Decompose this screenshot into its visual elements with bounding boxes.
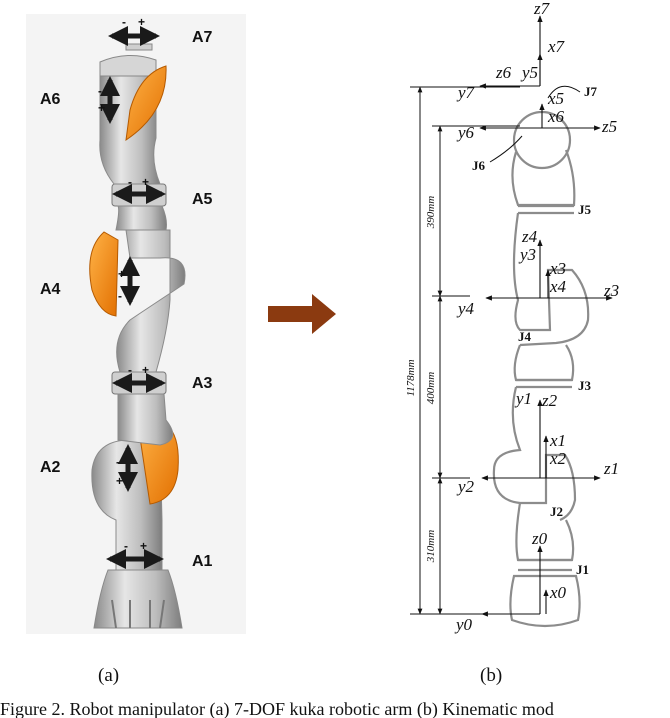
frame-label-y6: y6 [456,123,475,142]
label-a4: A4 [40,281,61,298]
figure-caption: Figure 2. Robot manipulator (a) 7-DOF ku… [0,699,554,718]
kinematic-model-panel: 1178mm 390mm 400mm 310mm [405,0,619,634]
dimension-lines [410,86,520,615]
joint-label-j1: J1 [576,562,589,577]
frame-label-x7: x7 [547,37,566,56]
frame-label-x6: x6 [547,107,565,126]
arm-base [93,569,183,629]
outline-ring-j5 [518,204,574,215]
frame-label-y4: y4 [456,299,475,318]
frame-label-y0: y0 [454,615,473,634]
joint-label-j2: J2 [550,504,563,519]
arm-link-3 [116,229,186,373]
label-a1: A1 [192,553,213,570]
plus-sign-a5: + [142,175,149,189]
panel-label-a: (a) [98,665,119,686]
orange-cover-a4 [89,231,119,317]
arm-link-2 [117,393,174,446]
joint-label-j6: J6 [472,158,486,173]
flange-top [99,55,157,77]
frame-label-x2: x2 [549,449,567,468]
outline-base [509,574,581,628]
joint-leaders [489,85,581,163]
arm-outline [492,110,590,628]
joint-label-j7: J7 [584,84,598,99]
minus-sign-a7: - [122,15,126,29]
frame-label-y1: y1 [514,389,532,408]
joint-label-j5: J5 [578,202,592,217]
dim-1178: 1178mm [405,359,417,396]
dim-310: 310mm [425,530,437,563]
arm-link-4 [115,205,167,231]
frame-label-z0: z0 [531,529,548,548]
outline-link-3 [513,344,575,382]
frame-label-y5: y5 [520,63,538,82]
label-a3: A3 [192,375,213,392]
frame-label-z4: z4 [521,227,538,246]
minus-sign-a2: - [116,455,120,469]
minus-sign-a4: - [118,289,122,303]
minus-sign-a5: - [128,175,132,189]
joint-label-j3: J3 [578,378,592,393]
frame-label-z5: z5 [601,117,617,136]
panel-label-b: (b) [480,665,502,686]
plus-sign-a3: + [142,363,149,377]
plus-sign-a2: + [116,474,123,488]
dim-390: 390mm [425,196,437,229]
label-a2: A2 [40,459,61,476]
minus-sign-a1: - [124,539,128,553]
dim-400: 400mm [425,372,437,404]
frame-label-z7: z7 [533,0,551,18]
frame-label-x5: x5 [547,89,564,108]
frame-axes [479,15,613,617]
frame-label-z3: z3 [603,281,619,300]
plus-sign-a7: + [138,15,145,29]
flange-plate [125,43,153,51]
frame-label-z1: z1 [603,459,619,478]
plus-sign-a6: + [98,101,105,115]
frame-label-z2: z2 [541,391,558,410]
frame-label-x4: x4 [549,277,567,296]
frame-label-x0: x0 [549,583,567,602]
joint-label-j4: J4 [518,329,532,344]
label-a6: A6 [40,91,61,108]
label-a7: A7 [192,29,213,46]
minus-sign-a3: - [128,363,132,377]
frame-label-x1: x1 [549,431,566,450]
plus-sign-a4: + [118,267,125,281]
frame-label-y3: y3 [518,245,536,264]
label-a5: A5 [192,191,213,208]
outline-ring-j3 [516,378,572,389]
base-ribs [111,599,165,629]
frame-label-y7: y7 [456,83,476,102]
outline-link-4 [512,212,590,347]
kuka-arm-panel: - + - + - + + - - + - + - + A7 A6 A5 A4 … [26,14,246,634]
outline-ring-j1 [518,558,572,572]
plus-sign-a1: + [140,539,147,553]
outline-link-2 [492,386,577,522]
minus-sign-a6: - [98,84,102,98]
frame-label-z6: z6 [495,63,512,82]
orange-cover-a6 [125,65,167,142]
frame-label-x3: x3 [549,259,566,278]
transition-arrow [268,294,336,334]
frame-label-y2: y2 [456,477,475,496]
